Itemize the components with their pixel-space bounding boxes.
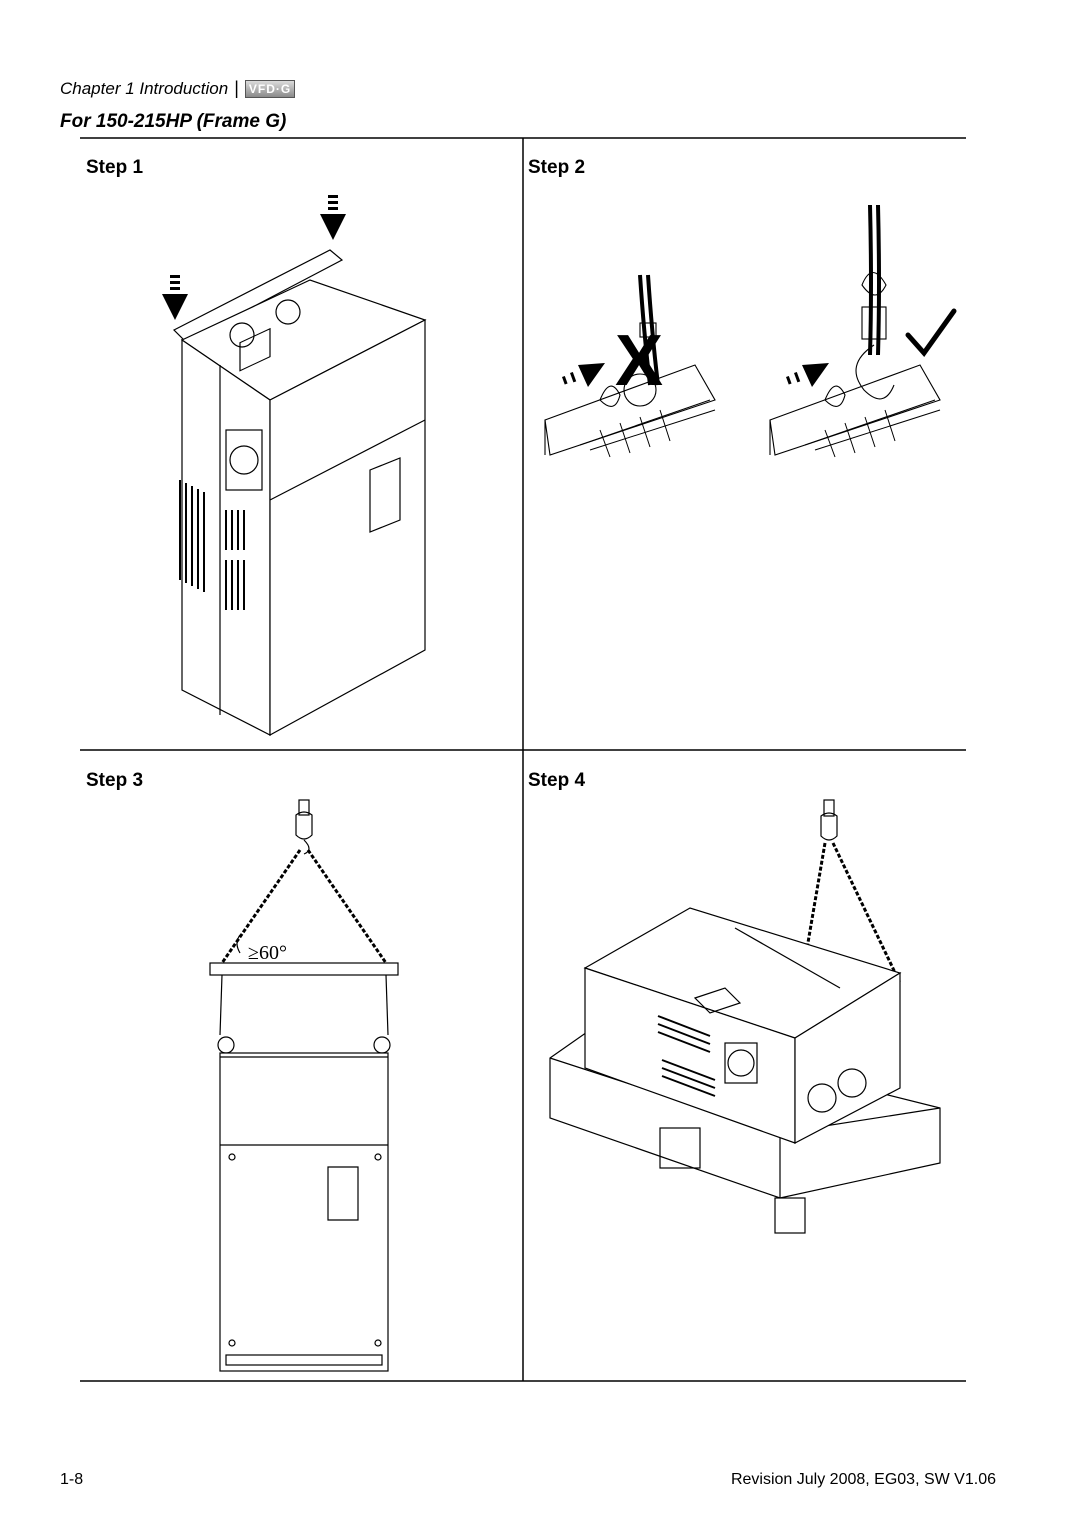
wrong-x-icon: X: [615, 321, 663, 401]
angle-label: ≥60°: [248, 942, 287, 964]
revision-info: Revision July 2008, EG03, SW V1.06: [730, 1471, 996, 1488]
step-3-label: Step 3: [86, 770, 144, 791]
page-number: 1-8: [60, 1471, 84, 1488]
step-1-drive-illustration: [162, 195, 427, 737]
step-2-label: Step 2: [528, 157, 586, 178]
correct-check-icon: [905, 308, 957, 358]
step-1-label: Step 1: [86, 157, 144, 178]
step-2-hook-illustration: X: [544, 204, 957, 458]
vfd-g-logo: VFD·G: [244, 79, 296, 98]
section-title: For 150-215HP (Frame G): [60, 111, 287, 132]
header-separator: |: [234, 78, 239, 98]
step-4-label: Step 4: [528, 770, 586, 791]
step-3-lifting-illustration: ≥60°: [209, 799, 399, 1372]
chapter-header: Chapter 1 Introduction | VFD·G: [60, 78, 296, 99]
chapter-title: Chapter 1 Introduction: [60, 78, 229, 98]
step-4-pallet-illustration: [549, 799, 941, 1234]
